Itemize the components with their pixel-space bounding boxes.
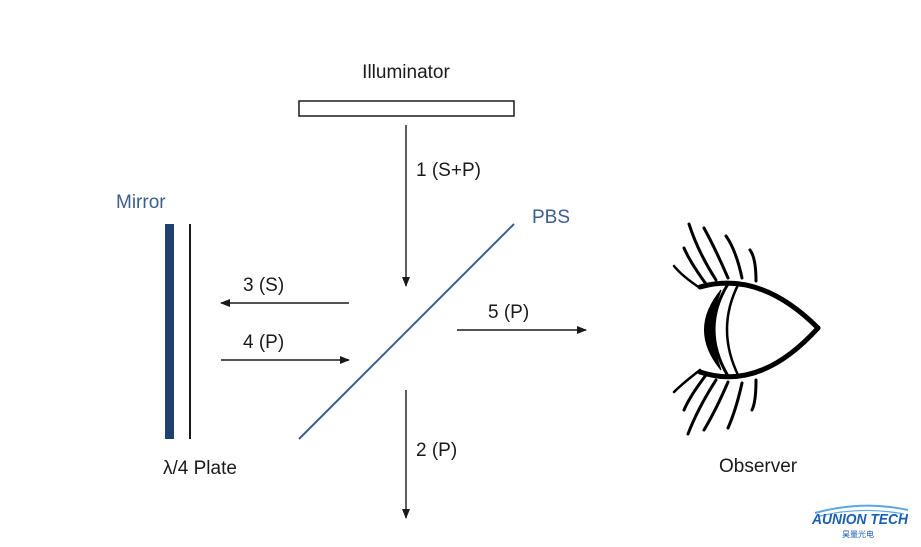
- logo-name: AUNION TECH: [811, 511, 909, 528]
- illuminator-label: Illuminator: [362, 62, 450, 83]
- plate-label: λ/4 Plate: [163, 458, 237, 479]
- beam-4-label: 4 (P): [243, 332, 284, 353]
- logo-subtitle: 昊量光电: [842, 529, 874, 539]
- beam-2-label: 2 (P): [416, 440, 457, 461]
- beam-5-label: 5 (P): [488, 302, 529, 323]
- mirror: [165, 224, 174, 439]
- beam-1-label: 1 (S+P): [416, 160, 481, 181]
- mirror-label: Mirror: [116, 192, 166, 213]
- aunion-tech-logo: AUNION TECH 昊量光电: [811, 504, 909, 539]
- illuminator-source: [298, 100, 515, 117]
- pbs-label: PBS: [532, 207, 570, 228]
- eye-icon: [672, 222, 821, 436]
- polarizing-beam-splitter: [298, 223, 515, 440]
- observer-label: Observer: [719, 456, 798, 477]
- beam-3-label: 3 (S): [243, 275, 284, 296]
